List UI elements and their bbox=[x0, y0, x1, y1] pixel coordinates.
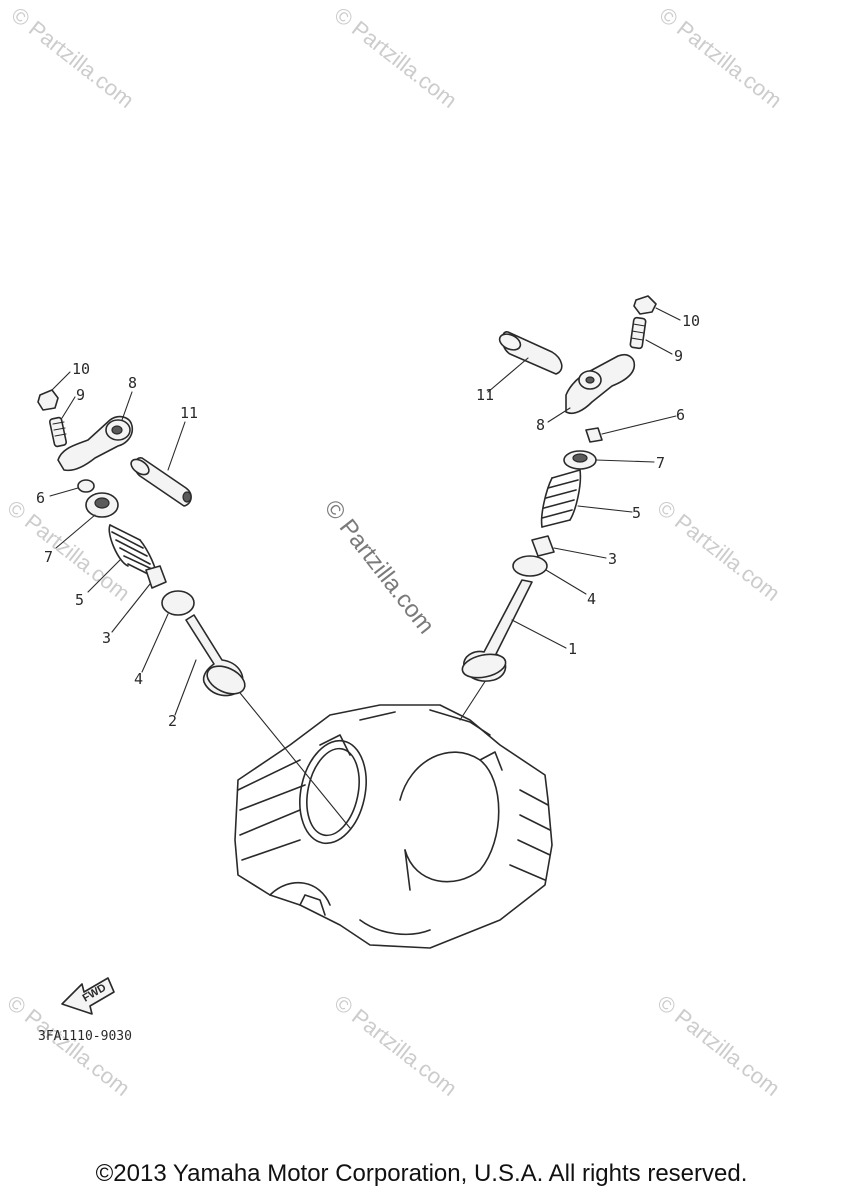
callout-left-7: 7 bbox=[44, 548, 53, 566]
copyright-footer: ©2013 Yamaha Motor Corporation, U.S.A. A… bbox=[95, 1160, 748, 1187]
callout-left-6: 6 bbox=[36, 489, 45, 507]
valve-spring-part bbox=[540, 469, 582, 528]
callout-numbers: 10 9 8 11 6 7 5 3 4 2 10 9 11 8 6 7 5 3 … bbox=[36, 312, 700, 730]
adjuster-screw-part bbox=[48, 416, 68, 448]
callout-right-9: 9 bbox=[674, 347, 683, 365]
stem-seal-part bbox=[531, 535, 555, 557]
cylinder-head bbox=[234, 704, 553, 949]
callout-left-10: 10 bbox=[72, 360, 90, 378]
callout-left-11: 11 bbox=[180, 404, 198, 422]
callout-right-11: 11 bbox=[476, 386, 494, 404]
diagram-code: 3FA1110-9030 bbox=[38, 1029, 132, 1044]
cotter-part bbox=[585, 427, 603, 443]
fwd-arrow-icon: FWD bbox=[61, 977, 115, 1015]
callout-left-3: 3 bbox=[102, 629, 111, 647]
spring-seat-part bbox=[512, 555, 548, 577]
callout-right-8: 8 bbox=[536, 416, 545, 434]
spring-seat-part bbox=[161, 590, 195, 616]
locknut-part bbox=[37, 389, 59, 411]
callout-right-10: 10 bbox=[682, 312, 700, 330]
callout-left-9: 9 bbox=[76, 386, 85, 404]
callout-left-5: 5 bbox=[75, 591, 84, 609]
cotter-part bbox=[77, 479, 95, 493]
locknut-part bbox=[633, 295, 657, 315]
callout-right-6: 6 bbox=[676, 406, 685, 424]
callout-right-5: 5 bbox=[632, 504, 641, 522]
callout-left-8: 8 bbox=[128, 374, 137, 392]
callout-left-4: 4 bbox=[134, 670, 143, 688]
callout-right-3: 3 bbox=[608, 550, 617, 568]
callout-right-7: 7 bbox=[656, 454, 665, 472]
callout-left-2: 2 bbox=[168, 712, 177, 730]
right-valve-assembly bbox=[461, 295, 657, 682]
callout-leaders bbox=[49, 307, 681, 716]
callout-right-4: 4 bbox=[587, 590, 596, 608]
left-valve-assembly bbox=[37, 389, 246, 697]
callout-right-1: 1 bbox=[568, 640, 577, 658]
stem-seal-part bbox=[145, 565, 167, 589]
